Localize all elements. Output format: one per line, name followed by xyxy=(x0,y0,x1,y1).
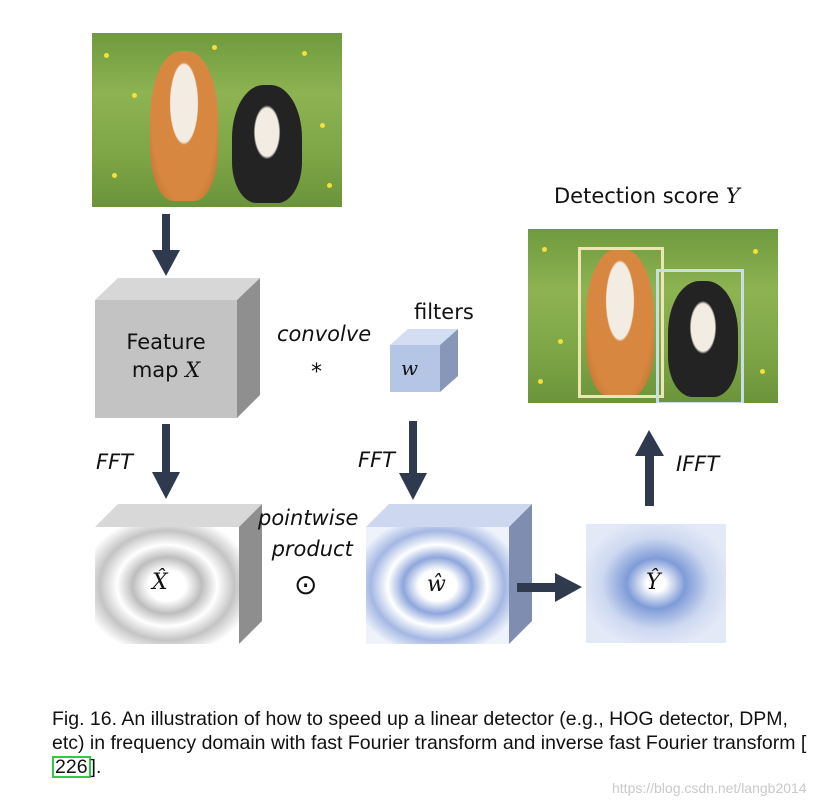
arrow-up-yhat-to-detection xyxy=(635,430,664,506)
arrow-down-photo-to-feature xyxy=(152,214,180,276)
w-label: w xyxy=(401,356,419,380)
filter-box xyxy=(390,329,458,392)
figure-caption: Fig. 16. An illustration of how to speed… xyxy=(52,708,807,778)
black-dog xyxy=(232,85,302,203)
watermark: https://blog.csdn.net/langb2014 xyxy=(612,780,807,796)
y-hat-label: Ŷ xyxy=(646,570,661,595)
filters-label: filters xyxy=(414,300,474,324)
bounding-box-right xyxy=(656,269,744,403)
x-hat-box xyxy=(95,504,262,644)
fft-left-label: FFT xyxy=(96,450,133,474)
shiba-dog xyxy=(150,51,218,201)
feature-map-label: Feature map X xyxy=(126,330,206,382)
w-hat-box xyxy=(366,504,532,644)
fft-right-label: FFT xyxy=(358,448,395,472)
detection-score-label: Detection score Y xyxy=(554,184,740,208)
pointwise-product-label: pointwise product xyxy=(258,506,359,561)
arrow-down-feature-to-xhat xyxy=(152,424,180,499)
odot-symbol: ⊙ xyxy=(294,568,318,601)
ifft-label: IFFT xyxy=(676,452,720,476)
convolve-symbol: * xyxy=(311,360,322,385)
arrow-right-what-to-yhat xyxy=(517,573,582,602)
w-hat-label: ŵ xyxy=(427,572,446,597)
y-hat-square xyxy=(586,524,726,643)
feature-map-box xyxy=(95,278,260,418)
citation-link[interactable]: 226 xyxy=(52,756,91,778)
diagram xyxy=(95,214,726,644)
arrow-down-filter-to-what xyxy=(399,421,427,500)
bounding-box-left xyxy=(578,247,664,398)
x-hat-label: X̂ xyxy=(152,570,168,595)
convolve-label: convolve xyxy=(277,322,372,346)
detection-photo xyxy=(528,229,778,403)
input-photo xyxy=(92,33,342,207)
